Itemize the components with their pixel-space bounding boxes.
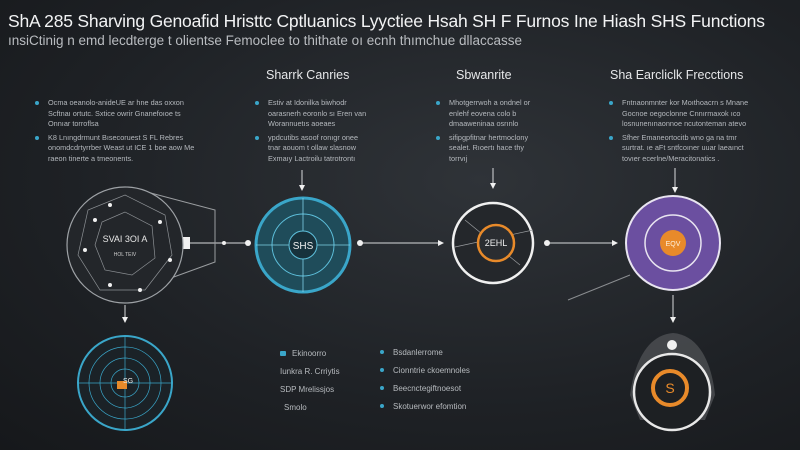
list-item: Sfher Emaneortocitb wno ga na tmr surtra… <box>609 133 759 165</box>
bullet-icon <box>380 368 384 372</box>
legend-item: Iunkra R. Crriytis <box>280 367 340 385</box>
page-subtitle: ınsiCtinig n emd lecdterge t olientse Fe… <box>8 33 523 48</box>
legend-label: Beecnctegiftnoesot <box>393 384 462 393</box>
legend-label: SDP Mrelissjos <box>280 385 335 394</box>
bullet-icon <box>436 135 440 140</box>
legend-item: Skotuerwor efomtion <box>380 402 470 420</box>
node-orange-coin: S <box>630 333 715 432</box>
text-block-1: Estiv at Idonilka biwhodr oarasnerh eoro… <box>255 98 370 167</box>
bullet-icon <box>436 101 440 105</box>
item-text: ypdcutibs asoof ronıgr onee tnar aouom t… <box>268 132 359 163</box>
bullet-icon <box>609 135 613 140</box>
node-network-sphere: SVAI 3OI A HOL TEIV <box>66 186 184 304</box>
list-item: Fntnaonmnter kor Moıthoacrn s Mnane Gocn… <box>609 98 759 130</box>
legend-item: Ekinoorro <box>280 349 340 367</box>
legend-item: Smolo <box>280 403 340 421</box>
node-white-ring: 2EHL <box>451 201 535 285</box>
bullet-icon <box>255 101 259 105</box>
node-sublabel: HOL TEIV <box>114 252 137 258</box>
node-teal-target: SHS <box>254 196 352 294</box>
legend-label: Cionntrie ckoemnoles <box>393 366 470 375</box>
node-label: EQV <box>666 241 681 248</box>
item-text: Estiv at Idonilka biwhodr oarasnerh eoro… <box>268 98 367 128</box>
legend-label: Iunkra R. Crriytis <box>280 367 340 376</box>
item-text: Mhotgerrwoh a ondnel or enlehf eovena co… <box>449 98 531 128</box>
bullet-icon <box>35 101 39 105</box>
list-item: K8 Lnıngdrmunt Bısecoruest S FL Rebres o… <box>35 133 195 165</box>
legend-item: SDP Mrelissjos <box>280 385 340 403</box>
text-block-3: Fntnaonmnter kor Moıthoacrn s Mnane Gocn… <box>609 98 759 167</box>
legend-left: Ekinoorro Iunkra R. Crriytis SDP Mreliss… <box>280 349 340 421</box>
bullet-icon <box>380 404 384 408</box>
legend-label: Smolo <box>284 403 307 412</box>
bullet-icon <box>380 350 384 354</box>
legend-label: Skotuerwor efomtion <box>393 402 467 411</box>
node-label: SG <box>123 378 133 385</box>
connector <box>127 186 216 283</box>
node-label: 2EHL <box>485 238 508 248</box>
list-item: Mhotgerrwoh a ondnel or enlehf eovena co… <box>436 98 541 130</box>
legend-item: Bsdanlerrome <box>380 348 470 366</box>
list-item: ypdcutibs asoof ronıgr onee tnar aouom t… <box>255 133 370 165</box>
item-text: K8 Lnıngdrmunt Bısecoruest S FL Rebres o… <box>48 132 195 163</box>
node-label: SHS <box>293 241 314 252</box>
bullet-icon <box>35 135 39 140</box>
node-label: SVAI 3OI A <box>103 234 148 244</box>
text-block-0: Ocma oeanolo-anideUE ar hne das oxxon Sc… <box>35 98 195 167</box>
item-text: Sfher Emaneortocitb wno ga na tmr surtra… <box>622 132 744 163</box>
column-heading-2: Sbwanrite <box>456 68 512 82</box>
column-heading-3: Sha Earcliclk Frecctions <box>610 68 744 82</box>
legend-item: Cionntrie ckoemnoles <box>380 366 470 384</box>
node-purple-core: EQV <box>625 195 721 291</box>
bullet-icon <box>609 101 613 105</box>
item-text: sifipgpfitnar hertmoclony sealet. Rıoert… <box>449 132 529 163</box>
legend-label: Ekinoorro <box>292 349 327 358</box>
column-heading-1: Sharrk Canries <box>266 68 350 82</box>
legend-right: Bsdanlerrome Cionntrie ckoemnoles Beecnc… <box>380 348 470 420</box>
page-title: ShA 285 Sharving Genoafid Hristtc Cptlua… <box>8 11 765 31</box>
bullet-icon <box>255 135 259 140</box>
legend-label: Bsdanlerrome <box>393 348 443 357</box>
list-item: Ocma oeanolo-anideUE ar hne das oxxon Sc… <box>35 98 195 130</box>
bullet-icon <box>380 386 384 390</box>
node-teal-web: SG <box>77 335 173 431</box>
list-item: sifipgpfitnar hertmoclony sealet. Rıoert… <box>436 133 541 165</box>
list-item: Estiv at Idonilka biwhodr oarasnerh eoro… <box>255 98 370 130</box>
connector <box>567 274 631 301</box>
legend-swatch-icon <box>280 351 286 356</box>
text-block-2: Mhotgerrwoh a ondnel or enlehf eovena co… <box>436 98 541 167</box>
item-text: Ocma oeanolo-anideUE ar hne das oxxon Sc… <box>48 98 184 128</box>
node-label: S <box>665 380 674 396</box>
legend-item: Beecnctegiftnoesot <box>380 384 470 402</box>
item-text: Fntnaonmnter kor Moıthoacrn s Mnane Gocn… <box>622 98 749 128</box>
